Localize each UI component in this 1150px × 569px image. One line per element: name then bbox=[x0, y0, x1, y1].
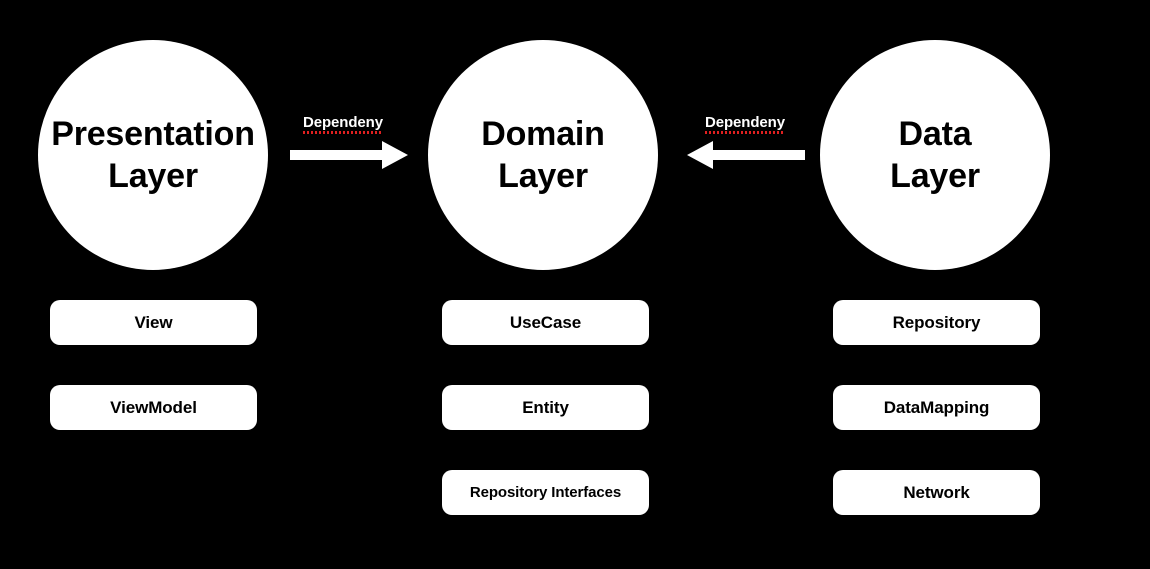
layer-title-line-2: Layer bbox=[498, 157, 588, 195]
spellcheck-underline-icon bbox=[705, 131, 785, 134]
dependency-label-right: Dependeny bbox=[705, 114, 785, 134]
dependency-label-text: Dependeny bbox=[303, 114, 383, 131]
component-pill-datamapping: DataMapping bbox=[833, 385, 1040, 430]
component-pill-label: View bbox=[134, 312, 173, 332]
component-pill-label: UseCase bbox=[509, 312, 582, 332]
component-pill-view: View bbox=[50, 300, 257, 345]
layer-title-line-1: Domain bbox=[481, 115, 605, 153]
component-pill-repository: Repository bbox=[833, 300, 1040, 345]
dependency-arrow-data-to-domain bbox=[685, 135, 807, 175]
arrow-right-icon bbox=[290, 141, 408, 169]
layer-title-line-2: Layer bbox=[108, 157, 198, 195]
component-pill-label: DataMapping bbox=[883, 397, 990, 417]
component-pill-label: Network bbox=[903, 482, 970, 502]
component-pill-label: ViewModel bbox=[110, 397, 197, 417]
component-pill-label: Entity bbox=[522, 397, 569, 417]
component-pill-usecase: UseCase bbox=[442, 300, 649, 345]
spellcheck-underline-icon bbox=[303, 131, 383, 134]
component-pill-repository-interfaces: Repository Interfaces bbox=[442, 470, 649, 515]
layer-title-line-1: Data bbox=[898, 115, 972, 153]
component-pill-label: Repository bbox=[892, 312, 981, 332]
layer-circle-domain: Domain Layer bbox=[428, 40, 658, 270]
dependency-label-left: Dependeny bbox=[303, 114, 383, 134]
component-pill-network: Network bbox=[833, 470, 1040, 515]
dependency-arrow-presentation-to-domain bbox=[288, 135, 410, 175]
layer-circle-data: Data Layer bbox=[820, 40, 1050, 270]
dependency-label-text: Dependeny bbox=[705, 114, 785, 131]
component-pill-viewmodel: ViewModel bbox=[50, 385, 257, 430]
arrow-left-icon bbox=[687, 141, 805, 169]
layer-circle-presentation: Presentation Layer bbox=[38, 40, 268, 270]
component-pill-label: Repository Interfaces bbox=[469, 484, 622, 501]
component-pill-entity: Entity bbox=[442, 385, 649, 430]
layer-title-line-1: Presentation bbox=[51, 115, 255, 153]
layer-title-line-2: Layer bbox=[890, 157, 980, 195]
